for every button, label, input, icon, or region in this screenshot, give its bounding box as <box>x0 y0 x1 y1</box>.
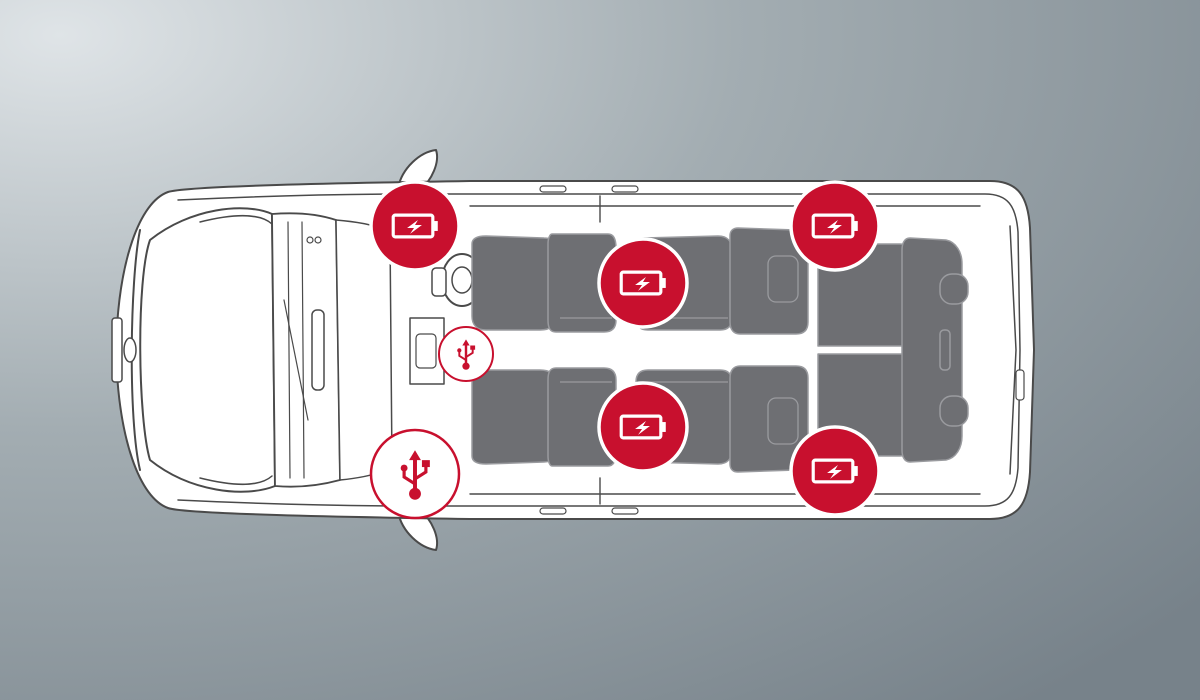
windshield <box>271 212 341 488</box>
front-right-seat <box>471 369 557 465</box>
front-left-seat <box>471 235 557 331</box>
battery-charging-badge <box>369 180 461 272</box>
vehicle-top-view <box>111 149 1035 551</box>
front-left-seat-back <box>547 233 617 333</box>
battery-charging-badge <box>789 425 881 517</box>
usb-port-badge <box>438 326 494 382</box>
battery-charging-badge <box>789 180 881 272</box>
charging-points <box>369 180 881 520</box>
usb-port-badge <box>369 428 461 520</box>
battery-charging-badge <box>597 381 689 473</box>
battery-charging-badge <box>597 237 689 329</box>
hood <box>139 207 276 493</box>
third-row-bench-back <box>901 237 963 463</box>
